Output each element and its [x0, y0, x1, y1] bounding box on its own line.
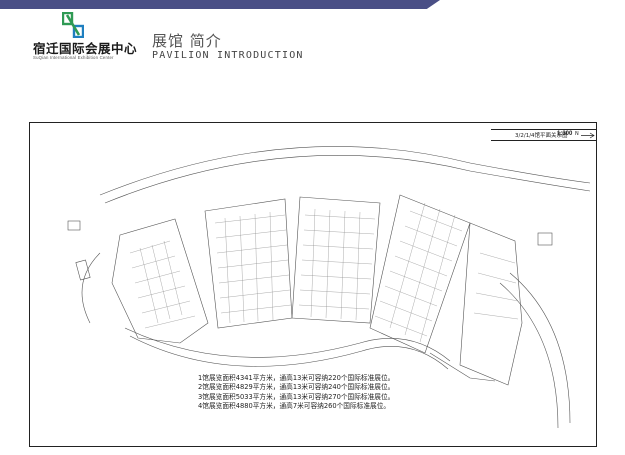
s-logo-icon	[61, 11, 85, 39]
top-stripe	[0, 0, 440, 9]
brand-name-en: SuQian International Exhibition Center	[33, 55, 114, 60]
north-label: N	[575, 131, 579, 137]
hall-note: 4馆展览面积4880平方米，通高7米可容纳260个国际标准展位。	[198, 401, 391, 410]
hall-notes: 1馆展览面积4341平方米，通高13米可容纳220个国际标准展位。 2馆展览面积…	[198, 374, 394, 411]
plan-scale: 1:300	[557, 130, 573, 137]
floor-plan-frame: 3/2/1/4馆平面关系图 1:300 N 1馆展览面积4341平方米，通高13…	[29, 122, 597, 447]
hall-note: 1馆展览面积4341平方米，通高13米可容纳220个国际标准展位。	[198, 374, 395, 382]
floor-plan-drawing	[67, 146, 591, 429]
brand-name-cn: 宿迁国际会展中心	[33, 41, 138, 56]
plan-title-block: 3/2/1/4馆平面关系图 1:300 N	[491, 129, 597, 141]
hall-note: 2馆展览面积4829平方米，通高13米可容纳240个国际标准展位。	[198, 383, 395, 392]
hall-note: 3馆展览面积5033平方米，通高13米可容纳270个国际标准展位。	[198, 392, 395, 401]
plan-title: 3/2/1/4馆平面关系图	[515, 133, 568, 139]
page-title-en: PAVILION INTRODUCTION	[152, 50, 304, 61]
page-title-cn: 展馆 简介	[152, 32, 222, 50]
north-arrow-icon	[581, 132, 595, 139]
